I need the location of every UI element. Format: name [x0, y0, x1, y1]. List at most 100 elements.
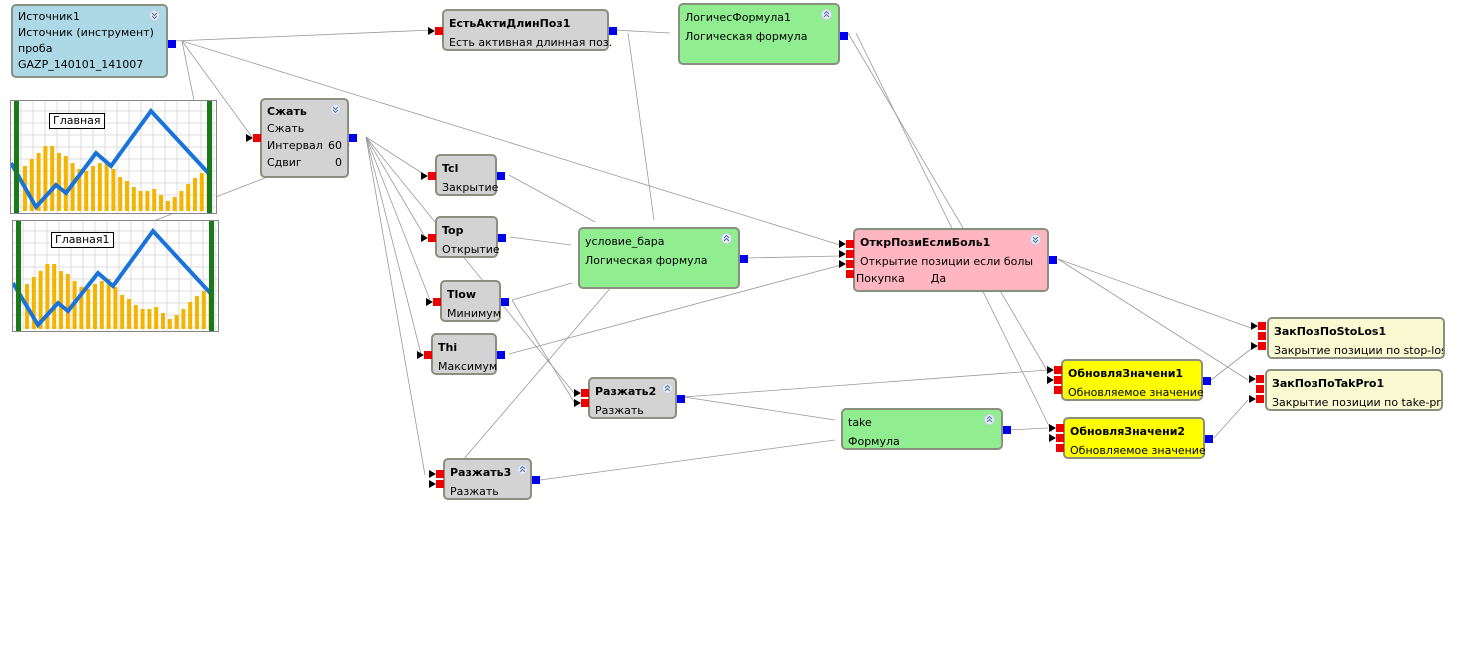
param-value[interactable]: Да: [930, 272, 947, 285]
input-port[interactable]: [421, 172, 436, 180]
input-port[interactable]: [1249, 375, 1264, 383]
connection-line[interactable]: [365, 136, 575, 394]
connection-line[interactable]: [508, 264, 842, 355]
connection-line[interactable]: [627, 32, 655, 221]
input-port[interactable]: [1049, 424, 1064, 432]
output-port[interactable]: [1049, 256, 1057, 264]
input-port[interactable]: [574, 389, 589, 397]
input-port[interactable]: [421, 234, 436, 242]
output-port[interactable]: [532, 476, 540, 484]
input-port[interactable]: [426, 298, 441, 306]
connection-line[interactable]: [746, 255, 841, 259]
connection-line[interactable]: [365, 136, 426, 176]
output-port[interactable]: [677, 395, 685, 403]
connection-line[interactable]: [847, 32, 1049, 373]
output-port[interactable]: [497, 351, 505, 359]
connection-line[interactable]: [173, 29, 434, 42]
connection-line[interactable]: [449, 284, 614, 476]
chart-edge-bar[interactable]: [14, 101, 19, 213]
input-port[interactable]: [1056, 444, 1064, 452]
input-port[interactable]: [429, 480, 444, 488]
input-port[interactable]: [429, 470, 444, 478]
output-port[interactable]: [498, 234, 506, 242]
input-port[interactable]: [1251, 342, 1266, 350]
collapse-toggle-icon[interactable]: [662, 383, 673, 394]
connection-line[interactable]: [683, 396, 836, 421]
connection-line[interactable]: [508, 174, 596, 223]
param-value[interactable]: 60: [328, 139, 342, 152]
connection-line[interactable]: [1057, 258, 1249, 381]
output-port[interactable]: [501, 298, 509, 306]
input-port[interactable]: [839, 260, 854, 268]
output-port[interactable]: [1205, 435, 1213, 443]
output-port[interactable]: [168, 40, 176, 48]
connection-line[interactable]: [539, 439, 836, 481]
input-port[interactable]: [1249, 395, 1264, 403]
collapse-toggle-icon[interactable]: [721, 233, 732, 244]
connection-line[interactable]: [1210, 348, 1252, 381]
connection-line[interactable]: [1057, 258, 1252, 329]
input-port[interactable]: [846, 270, 854, 278]
input-port[interactable]: [839, 240, 854, 248]
connection-line[interactable]: [365, 136, 422, 355]
connection-line[interactable]: [613, 29, 671, 34]
connection-line[interactable]: [511, 282, 573, 301]
input-port[interactable]: [428, 27, 443, 35]
expand-toggle-icon[interactable]: [149, 10, 160, 21]
input-port[interactable]: [574, 399, 589, 407]
collapse-toggle-icon[interactable]: [821, 9, 832, 20]
output-port[interactable]: [1203, 377, 1211, 385]
input-port[interactable]: [1049, 434, 1064, 442]
connection-line[interactable]: [365, 136, 426, 476]
connection-line[interactable]: [511, 299, 575, 403]
connection-line[interactable]: [181, 40, 253, 138]
output-port[interactable]: [609, 27, 617, 35]
input-port[interactable]: [1054, 386, 1062, 394]
connection-line[interactable]: [181, 40, 841, 246]
collapse-toggle-icon[interactable]: [517, 464, 528, 475]
output-port[interactable]: [349, 134, 357, 142]
input-port[interactable]: [1251, 322, 1266, 330]
expand-toggle-icon[interactable]: [330, 104, 341, 115]
output-port[interactable]: [1003, 426, 1011, 434]
input-port[interactable]: [417, 351, 432, 359]
connection-line[interactable]: [365, 136, 426, 238]
connection-line[interactable]: [1213, 399, 1249, 439]
input-port[interactable]: [839, 250, 854, 258]
chart-panel-main1[interactable]: Главная1: [12, 220, 219, 332]
input-port[interactable]: [1256, 385, 1264, 393]
input-port[interactable]: [1047, 366, 1062, 374]
connection-line[interactable]: [365, 136, 431, 301]
connection-line[interactable]: [683, 369, 1049, 398]
chart-edge-bar[interactable]: [16, 221, 21, 331]
output-port[interactable]: [840, 32, 848, 40]
input-port[interactable]: [246, 134, 261, 142]
input-port[interactable]: [1047, 376, 1062, 384]
output-port[interactable]: [740, 255, 748, 263]
expand-toggle-icon[interactable]: [1030, 234, 1041, 245]
chart-edge-bar[interactable]: [209, 221, 214, 331]
param-value[interactable]: 0: [335, 156, 342, 169]
output-port[interactable]: [497, 172, 505, 180]
chart-panel-main[interactable]: Главная: [10, 100, 217, 214]
collapse-toggle-icon[interactable]: [984, 414, 995, 425]
input-port[interactable]: [1258, 332, 1266, 340]
chart-edge-bar[interactable]: [207, 101, 212, 213]
